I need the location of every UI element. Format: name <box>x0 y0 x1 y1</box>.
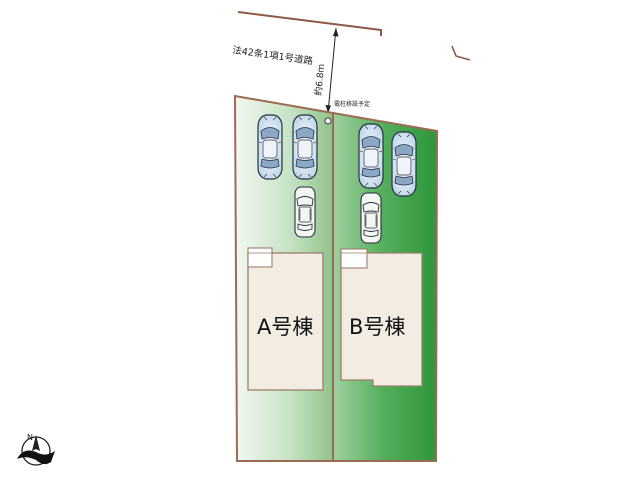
building-a <box>247 252 324 391</box>
building-b-label: B号棟 <box>349 315 405 339</box>
pole-relocation-note: 電柱移設予定 <box>334 100 370 108</box>
car-icon <box>292 114 318 180</box>
building-b-entrance <box>340 248 368 269</box>
north-label: N <box>27 433 33 442</box>
road-width-arrow <box>327 27 337 114</box>
arrow-head-top <box>333 28 339 37</box>
road-boundary-corner <box>451 45 471 61</box>
arrow-head-bottom <box>325 105 331 113</box>
road-width-label: 約6.8m <box>312 63 327 96</box>
north-arrow-icon: N <box>17 433 55 466</box>
road-type-label: 法42条1項1号道路 <box>232 44 315 67</box>
building-a-entrance <box>247 247 273 268</box>
car-icon <box>257 114 283 180</box>
road-boundary-line <box>237 11 382 36</box>
small-car-icon <box>294 186 316 238</box>
utility-pole-icon <box>324 117 332 125</box>
building-a-label: A号棟 <box>257 315 313 339</box>
small-car-icon <box>360 192 382 244</box>
building-b <box>340 252 423 387</box>
car-icon <box>358 123 384 189</box>
car-icon <box>391 131 417 197</box>
